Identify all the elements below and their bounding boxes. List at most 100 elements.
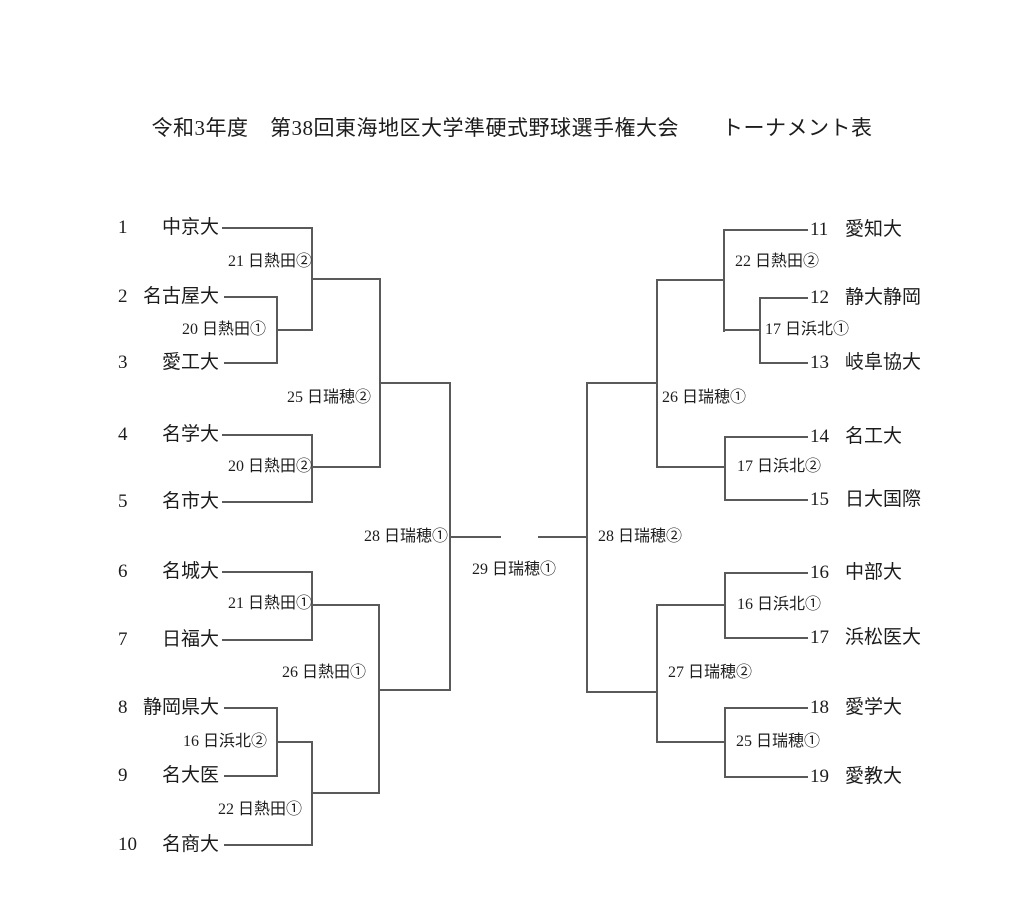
team-number: 13 <box>810 352 829 373</box>
tournament-title: 令和3年度 第38回東海地区大学準硬式野球選手権大会 トーナメント表 <box>151 116 873 140</box>
team-number: 18 <box>810 697 829 718</box>
team-entry-18: 18 愛学大 <box>810 695 902 721</box>
team-17-line <box>725 637 808 639</box>
team-number: 1 <box>118 217 128 238</box>
match-89-10-winner-line <box>311 792 380 794</box>
quarterfinal-upper-left-bracket <box>379 278 381 468</box>
team-entry-19: 19 愛教大 <box>810 764 902 790</box>
match-note-qf-lower-right: 27 日瑞穂② <box>668 664 753 681</box>
team-name: 中部大 <box>845 562 903 583</box>
team-entry-10: 10 名商大 <box>118 832 219 858</box>
team-4-line <box>222 434 312 436</box>
match-18-19-bracket <box>724 707 726 778</box>
team-19-line <box>725 776 808 778</box>
team-16-line <box>725 572 808 574</box>
team-number: 9 <box>118 765 128 786</box>
team-name: 名商大 <box>161 834 219 855</box>
match-note-14-vs-15: 17 日浜北② <box>737 458 822 475</box>
team-name: 静大静岡 <box>845 287 922 308</box>
team-number: 19 <box>810 766 829 787</box>
team-entry-15: 15 日大国際 <box>810 487 921 513</box>
team-name: 愛知大 <box>845 219 903 240</box>
team-name: 浜松医大 <box>845 627 922 648</box>
team-15-line <box>725 499 808 501</box>
team-number: 10 <box>118 834 137 855</box>
match-note-2-vs-3: 20 日熱田① <box>182 321 267 338</box>
team-9-line <box>224 775 277 777</box>
team-entry-2: 2 名古屋大 <box>118 284 219 310</box>
team-3-line <box>224 362 277 364</box>
match-18-19-winner-line <box>656 741 725 743</box>
team-entry-4: 4 名学大 <box>118 422 219 448</box>
team-number: 17 <box>810 627 829 648</box>
quarterfinal-lower-left-winner-line <box>378 689 451 691</box>
team-14-line <box>725 436 808 438</box>
team-number: 3 <box>118 352 128 373</box>
team-name: 愛工大 <box>161 352 219 373</box>
match-8-9-winner-line <box>276 741 313 743</box>
match-note-18-vs-19: 25 日瑞穂① <box>736 733 821 750</box>
team-number: 14 <box>810 426 829 447</box>
match-4-5-bracket <box>311 434 313 503</box>
match-12-13-winner-line <box>723 329 761 331</box>
team-name: 愛教大 <box>845 766 903 787</box>
team-number: 4 <box>118 424 128 445</box>
match-16-17-bracket <box>724 572 726 639</box>
match-note-semifinal-left: 28 日瑞穂① <box>364 528 449 545</box>
match-11-1213-winner-line <box>656 279 725 281</box>
team-13-line <box>760 362 808 364</box>
team-number: 8 <box>118 697 128 718</box>
match-note-final: 29 日瑞穂① <box>472 561 557 578</box>
team-name: 名市大 <box>161 491 219 512</box>
team-6-line <box>222 571 312 573</box>
quarterfinal-upper-right-winner-line <box>586 382 658 384</box>
team-entry-3: 3 愛工大 <box>118 350 219 376</box>
match-note-8-vs-9: 16 日浜北② <box>183 733 268 750</box>
match-14-15-bracket <box>724 436 726 501</box>
team-number: 11 <box>810 219 829 240</box>
team-entry-14: 14 名工大 <box>810 424 902 450</box>
match-note-16-vs-17: 16 日浜北① <box>737 596 822 613</box>
team-name: 名古屋大 <box>142 286 219 307</box>
match-note-11-vs-1213: 22 日熱田② <box>735 253 820 270</box>
team-10-line <box>224 844 313 846</box>
match-note-qf-upper-right: 26 日瑞穂① <box>662 389 747 406</box>
team-name: 静岡県大 <box>142 697 219 718</box>
team-number: 12 <box>810 287 829 308</box>
match-2-3-winner-line <box>276 329 313 331</box>
team-number: 16 <box>810 562 829 583</box>
right-finalist-line <box>538 536 588 538</box>
team-12-line <box>760 297 808 299</box>
team-1-line <box>222 227 312 229</box>
match-4-5-winner-line <box>311 466 381 468</box>
team-name: 中京大 <box>161 217 219 238</box>
team-name: 名大医 <box>161 765 219 786</box>
team-name: 日大国際 <box>845 489 922 510</box>
team-entry-5: 5 名市大 <box>118 489 219 515</box>
match-note-12-vs-13: 17 日浜北① <box>765 321 850 338</box>
match-note-qf-lower-left: 26 日熱田① <box>282 664 367 681</box>
match-note-1-vs-23: 21 日熱田② <box>228 253 313 270</box>
team-entry-11: 11 愛知大 <box>810 217 902 243</box>
team-entry-17: 17 浜松医大 <box>810 625 921 651</box>
quarterfinal-lower-right-winner-line <box>586 691 657 693</box>
team-8-line <box>224 707 277 709</box>
match-6-7-bracket <box>311 571 313 641</box>
team-entry-6: 6 名城大 <box>118 559 219 585</box>
team-name: 名工大 <box>845 426 903 447</box>
team-5-line <box>222 501 312 503</box>
team-name: 名学大 <box>161 424 219 445</box>
quarterfinal-upper-left-winner-line <box>379 382 451 384</box>
match-note-qf-upper-left: 25 日瑞穂② <box>287 389 372 406</box>
quarterfinal-lower-right-bracket <box>656 604 658 743</box>
team-number: 5 <box>118 491 128 512</box>
match-note-semifinal-right: 28 日瑞穂② <box>598 528 683 545</box>
match-note-4-vs-5: 20 日熱田② <box>228 458 313 475</box>
team-number: 2 <box>118 286 128 307</box>
team-2-line <box>224 296 277 298</box>
quarterfinal-lower-left-bracket <box>378 604 380 794</box>
team-name: 日福大 <box>161 629 219 650</box>
team-18-line <box>725 707 808 709</box>
team-entry-16: 16 中部大 <box>810 560 902 586</box>
team-entry-12: 12 静大静岡 <box>810 285 921 311</box>
